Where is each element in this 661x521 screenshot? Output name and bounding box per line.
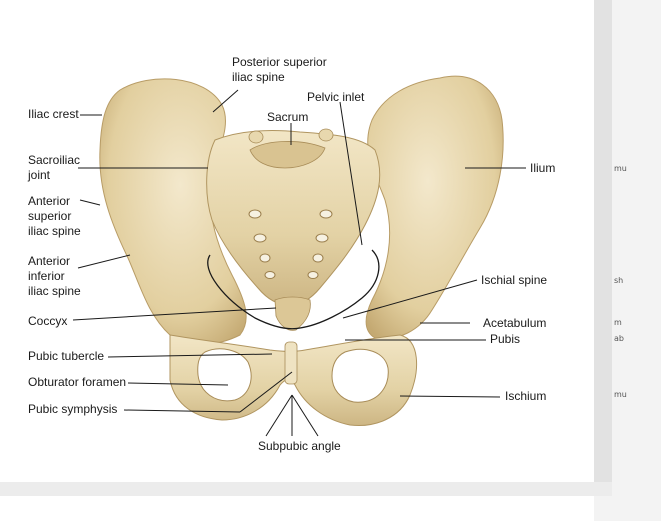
label-ischium: Ischium [505,389,547,403]
obturator-foramen-right [331,348,389,403]
label-asis-line1: Anterior [28,194,71,208]
left-iliac-wing [99,78,247,345]
pelvic-inlet-outline [207,249,380,330]
sacral-process-left [248,130,264,144]
coccyx-bone [274,296,311,331]
label-aiis-line2: inferior [28,269,65,283]
right-iliac-wing [365,75,504,340]
label-anterior-inferior-iliac-spine: Anterior inferior iliac spine [28,254,98,299]
canvas-bottom-shadow [0,482,612,496]
label-psis-line1: Posterior superior [232,55,327,69]
label-pubic-symphysis: Pubic symphysis [28,402,118,416]
label-coccyx: Coccyx [28,314,68,328]
label-sacrum: Sacrum [267,110,309,124]
sacral-foramina [248,209,333,279]
label-psis-line2: iliac spine [232,70,285,84]
label-pelvic-inlet: Pelvic inlet [307,90,365,104]
leader-lines [72,89,526,437]
label-asis-line3: iliac spine [28,224,81,238]
obturator-foramen-left [197,348,252,402]
edge-text-4: ab [614,334,624,343]
canvas-edge [594,0,612,482]
label-aiis-line1: Anterior [28,254,71,268]
sacral-promontory [249,141,326,169]
sacral-process-right [318,128,334,142]
label-iliac-crest: Iliac crest [28,107,79,121]
label-ischial-spine: Ischial spine [481,273,548,287]
label-anterior-superior-iliac-spine: Anterior superior iliac spine [28,194,98,239]
label-ilium: Ilium [530,161,556,175]
label-acetabulum: Acetabulum [483,316,547,330]
label-sacroiliac-line2: joint [28,168,51,182]
edge-text-5: mu [614,390,627,399]
label-pubic-tubercle: Pubic tubercle [28,349,105,363]
label-pubis: Pubis [490,332,521,346]
pubic-symphysis-cartilage [284,341,298,385]
label-aiis-line3: iliac spine [28,284,81,298]
label-asis-line2: superior [28,209,72,223]
label-obturator-foramen: Obturator foramen [28,375,127,389]
edge-text-2: sh [614,276,624,285]
label-posterior-superior-iliac-spine: Posterior superior iliac spine [232,55,332,85]
edge-text-1: mu [614,164,627,173]
label-sacroiliac-line1: Sacroiliac [28,153,81,167]
edge-text-3: m [614,318,622,327]
label-sacroiliac-joint: Sacroiliac joint [28,153,88,183]
label-subpubic-angle: Subpubic angle [258,439,341,453]
